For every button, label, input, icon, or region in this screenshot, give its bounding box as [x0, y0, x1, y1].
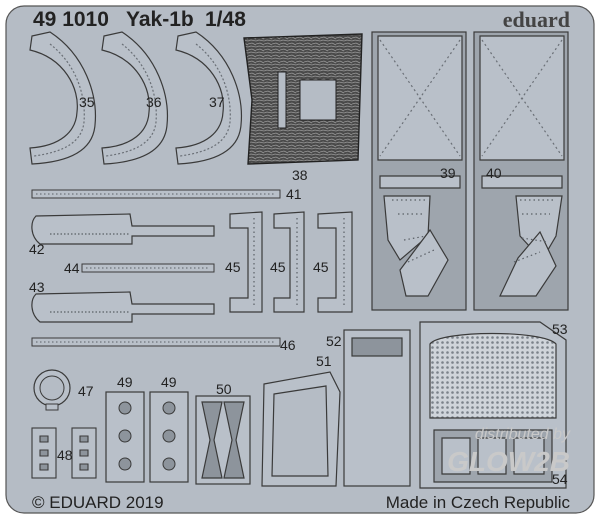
part-44 — [81, 263, 215, 273]
part-52 — [343, 329, 411, 487]
label-51: 51 — [316, 353, 332, 369]
part-39 — [371, 31, 467, 311]
label-49-b: 49 — [161, 374, 177, 390]
label-36: 36 — [146, 94, 162, 110]
label-40: 40 — [486, 165, 502, 181]
part-49-a — [105, 391, 145, 483]
label-44: 44 — [64, 260, 80, 276]
part-37 — [175, 31, 243, 165]
label-41: 41 — [286, 186, 302, 202]
watermark-distributed-by: distributed by — [474, 426, 570, 443]
part-45-b — [273, 211, 305, 313]
part-45-c — [317, 211, 353, 313]
watermark-glow2b: GLOW2B — [447, 446, 570, 477]
brand-logo: eduard — [502, 7, 570, 32]
set-number: 49 1010 — [33, 8, 109, 31]
part-36 — [101, 31, 169, 165]
label-45-a: 45 — [225, 259, 241, 275]
part-48 — [31, 427, 97, 479]
part-40 — [473, 31, 569, 311]
origin: Made in Czech Republic — [385, 493, 570, 512]
scale: 1/48 — [205, 8, 246, 31]
part-35 — [29, 31, 97, 165]
part-41 — [31, 189, 281, 199]
label-45-b: 45 — [270, 259, 286, 275]
part-53-54 — [419, 321, 567, 489]
label-49-a: 49 — [117, 374, 133, 390]
label-53: 53 — [552, 321, 568, 337]
label-48: 48 — [57, 447, 73, 463]
model-name: Yak-1b — [126, 8, 194, 31]
label-45-c: 45 — [313, 259, 329, 275]
label-46: 46 — [280, 337, 296, 353]
label-54: 54 — [552, 471, 568, 487]
label-50: 50 — [216, 381, 232, 397]
part-38 — [243, 33, 363, 165]
part-43 — [31, 291, 215, 323]
part-45-a — [229, 211, 263, 313]
label-39: 39 — [440, 165, 456, 181]
label-35: 35 — [79, 94, 95, 110]
label-52: 52 — [326, 333, 342, 349]
copyright: © EDUARD 2019 — [32, 493, 164, 512]
part-46 — [31, 337, 281, 347]
label-42: 42 — [29, 241, 45, 257]
part-47 — [33, 369, 71, 411]
label-38: 38 — [292, 167, 308, 183]
label-47: 47 — [78, 383, 94, 399]
part-50 — [195, 395, 251, 485]
part-51 — [261, 371, 341, 487]
part-42 — [31, 213, 215, 245]
label-37: 37 — [209, 94, 225, 110]
part-49-b — [149, 391, 189, 483]
label-43: 43 — [29, 279, 45, 295]
